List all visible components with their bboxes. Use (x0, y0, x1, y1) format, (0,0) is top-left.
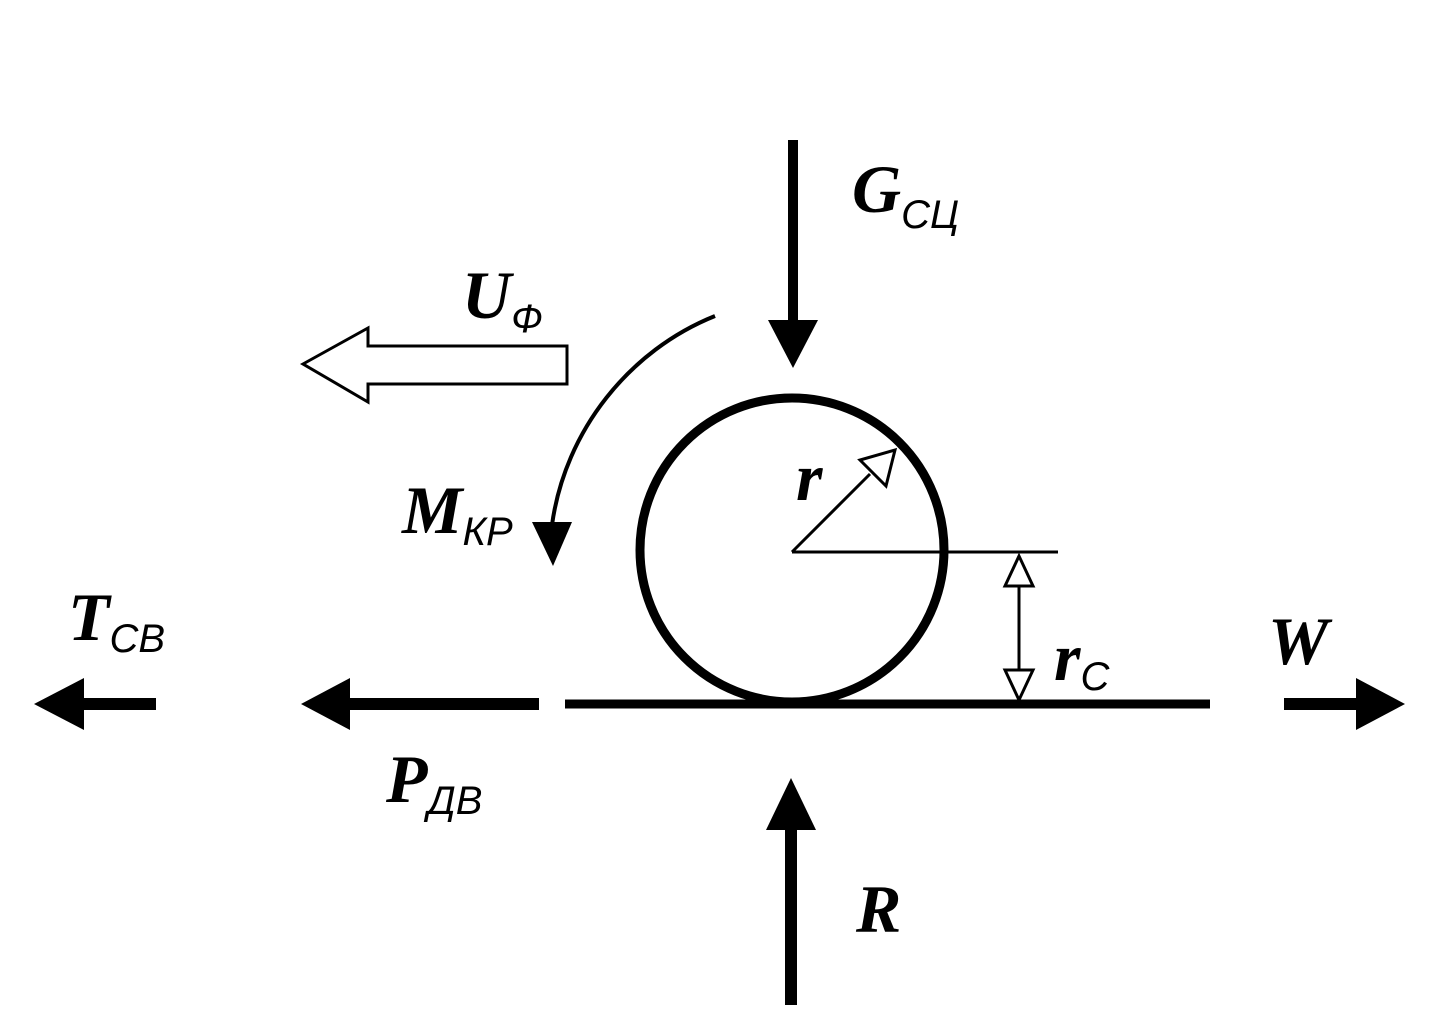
g-force-arrow (768, 140, 818, 368)
u-force-hollow-arrow (299, 325, 569, 405)
torque-curved-arrow (532, 314, 716, 566)
radius-label: r (796, 439, 823, 515)
p-label: PДВ (385, 741, 482, 823)
rc-dimension-arrow (1002, 552, 1036, 704)
t-force-arrow (34, 678, 156, 730)
r-reaction-arrow (766, 778, 816, 1005)
g-label: GСЦ (852, 151, 959, 237)
u-label: UФ (462, 257, 543, 341)
m-label: MКР (401, 472, 513, 554)
w-label: W (1268, 603, 1333, 679)
p-force-arrow (301, 678, 539, 730)
radius-arrow (790, 447, 898, 554)
w-force-arrow (1284, 678, 1405, 730)
rc-label: rС (1054, 619, 1110, 699)
reaction-label: R (855, 871, 901, 947)
wheel-circle (635, 393, 949, 707)
t-label: TСВ (68, 579, 165, 661)
